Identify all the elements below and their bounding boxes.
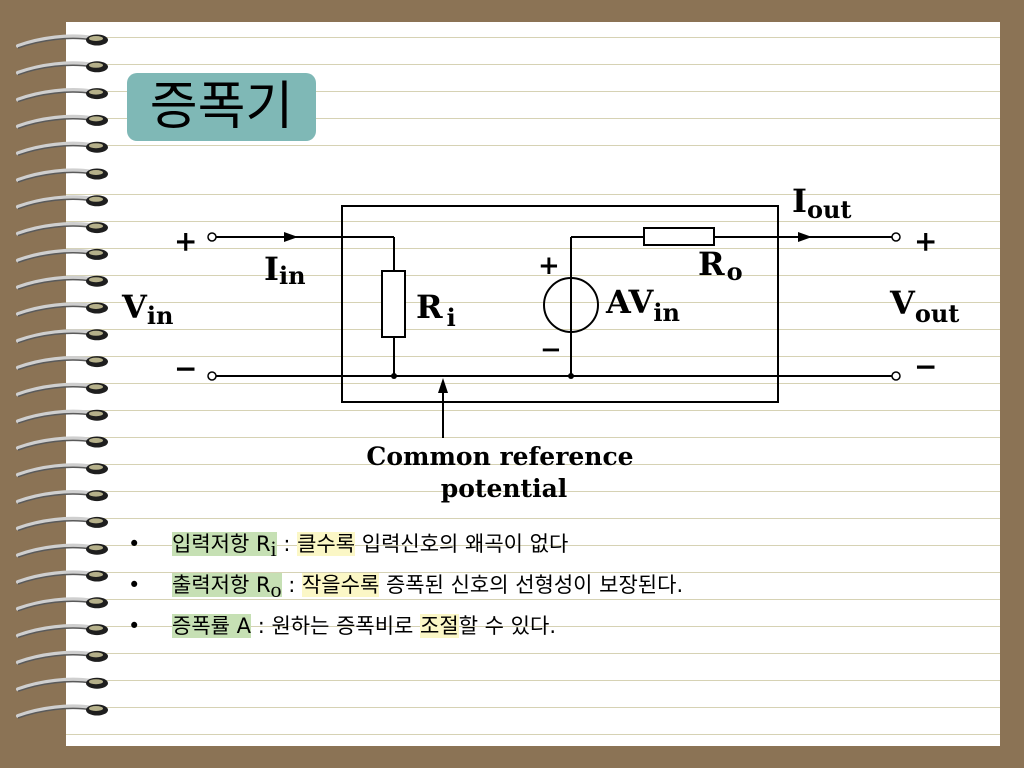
term-text: 입력저항 R <box>172 532 271 556</box>
spiral-ring <box>16 382 108 398</box>
spiral-ring <box>16 490 108 505</box>
amplifier-box <box>341 205 779 403</box>
separator: : <box>276 532 298 556</box>
terminal-out-bottom <box>891 371 901 381</box>
iin-label: Iin <box>264 250 306 290</box>
vin-minus-label: − <box>174 352 197 385</box>
ro-label: Ro <box>698 245 743 286</box>
vout-subscript: out <box>915 299 960 328</box>
spiral-binding <box>16 34 108 719</box>
ro-subscript: o <box>727 257 743 286</box>
spiral-ring <box>16 168 108 183</box>
keyword-highlight: 조절 <box>420 614 459 638</box>
spiral-ring <box>16 302 108 317</box>
rest-text: 할 수 있다. <box>458 614 556 638</box>
ref-arrow-head <box>438 378 448 393</box>
spiral-ring <box>16 275 108 290</box>
term-highlight: 입력저항 Ri <box>172 532 277 561</box>
separator: : <box>281 573 302 597</box>
term-text: 출력저항 R <box>172 573 271 597</box>
term-subscript: o <box>270 577 282 603</box>
spiral-ring <box>16 597 108 612</box>
dependent-source <box>543 277 599 333</box>
spiral-ring <box>16 141 108 156</box>
spiral-ring <box>16 704 108 719</box>
keyword-highlight: 작을수록 <box>301 573 380 597</box>
iin-arrow <box>284 232 298 242</box>
title-badge <box>127 73 316 141</box>
terminal-out-top <box>891 232 901 242</box>
vout-label: Vout <box>889 284 959 328</box>
iout-subscript: out <box>807 195 852 224</box>
spiral-ring <box>16 195 108 210</box>
spiral-ring <box>16 114 108 130</box>
bullet-dot: • <box>128 614 141 638</box>
ri-subscript: i <box>447 303 456 332</box>
ro-resistor <box>643 227 715 246</box>
terminal-in-top <box>207 232 217 242</box>
source-plus-label: + <box>538 251 560 281</box>
vin-label: Vin <box>121 288 173 330</box>
bullet-dot: • <box>128 573 141 597</box>
spiral-ring <box>16 543 108 558</box>
slide-title: 증폭기 <box>149 77 294 137</box>
spiral-ring <box>16 677 108 692</box>
rest-text: 입력신호의 왜곡이 없다 <box>355 532 569 556</box>
vout-plus-label: + <box>914 225 937 258</box>
iout-label: Iout <box>792 182 852 224</box>
spiral-ring <box>16 222 108 237</box>
list-item: • 증폭률 A : 원하는 증폭비로 조절할 수 있다. <box>128 610 683 651</box>
iout-arrow <box>798 232 812 242</box>
pre-text: 원하는 증폭비로 <box>271 614 421 638</box>
spiral-ring <box>16 88 108 103</box>
vout-minus-label: − <box>914 350 937 383</box>
av-subscript: in <box>653 298 680 327</box>
ref-label-line1: Common reference <box>366 442 633 471</box>
spiral-ring <box>16 329 108 344</box>
spiral-ring <box>16 624 108 639</box>
ri-resistor <box>381 270 406 338</box>
bullet-list: • 입력저항 Ri : 클수록 입력신호의 왜곡이 없다 • 출력저항 Ro : 작… <box>128 528 683 651</box>
spiral-ring <box>16 356 108 371</box>
spiral-ring <box>16 409 108 424</box>
vin-plus-label: + <box>174 225 197 258</box>
spiral-ring <box>16 436 108 451</box>
node-ri <box>391 373 397 379</box>
spiral-ring <box>16 463 108 478</box>
keyword-highlight: 클수록 <box>297 532 356 556</box>
spiral-ring <box>16 516 108 532</box>
term-highlight: 출력저항 Ro <box>172 573 282 602</box>
spiral-ring <box>16 34 108 49</box>
vin-subscript: in <box>147 301 174 330</box>
rest-text: 증폭된 신호의 선형성이 보장된다. <box>379 573 684 597</box>
spiral-ring <box>16 61 108 76</box>
bullet-dot: • <box>128 532 141 556</box>
spiral-ring <box>16 248 108 264</box>
term-highlight: 증폭률 A <box>172 614 252 638</box>
list-item: • 입력저항 Ri : 클수록 입력신호의 왜곡이 없다 <box>128 528 683 569</box>
ref-label-line2: potential <box>441 474 568 503</box>
source-minus-label: − <box>540 335 562 365</box>
av-label: AVin <box>605 283 680 327</box>
separator: : <box>251 614 272 638</box>
iin-subscript: in <box>279 261 306 290</box>
terminal-in-bottom <box>207 371 217 381</box>
term-subscript: i <box>270 536 277 562</box>
spiral-ring <box>16 570 108 585</box>
spiral-ring <box>16 650 108 666</box>
list-item: • 출력저항 Ro : 작을수록 증폭된 신호의 선형성이 보장된다. <box>128 569 683 610</box>
